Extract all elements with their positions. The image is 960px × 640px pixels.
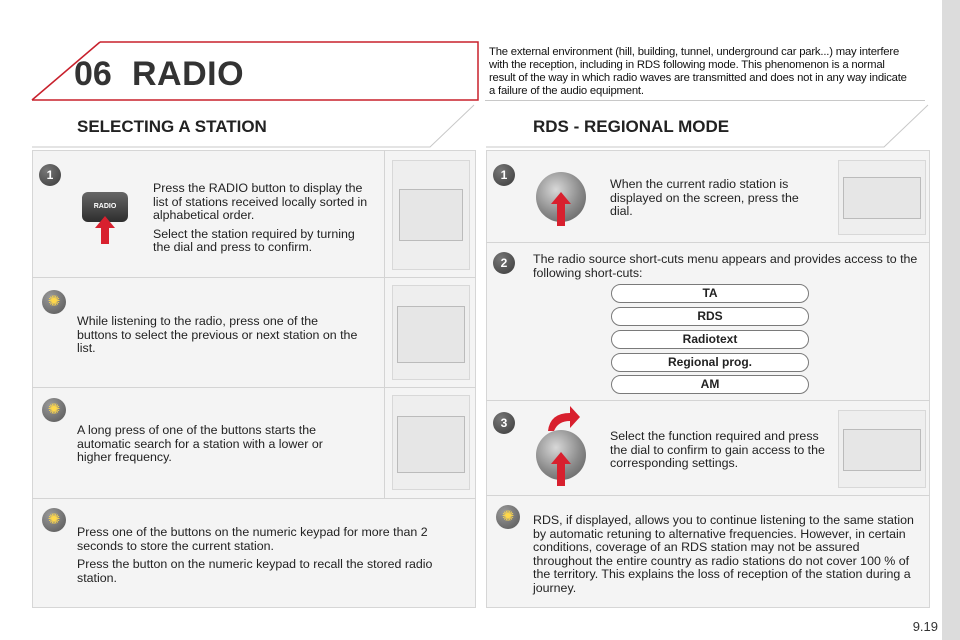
radio-unit-illustration <box>392 395 470 490</box>
step-text: The radio source short-cuts menu appears… <box>533 252 918 280</box>
shortcut-am[interactable]: AM <box>611 375 809 394</box>
instruction-text: Press the RADIO button to display the li… <box>153 181 368 223</box>
radio-unit-illustration <box>392 160 470 270</box>
tip-text: While listening to the radio, press one … <box>77 314 358 356</box>
chapter-header-frame <box>31 41 479 101</box>
lightbulb-icon: ✺ <box>42 508 66 532</box>
shortcut-radiotext[interactable]: Radiotext <box>611 330 809 349</box>
step-badge: 1 <box>493 164 515 186</box>
divider <box>32 277 476 278</box>
divider <box>384 150 385 498</box>
instruction-text: Press one of the buttons on the numeric … <box>77 525 428 553</box>
red-arrow-icon <box>551 192 571 226</box>
shortcut-ta[interactable]: TA <box>611 284 809 303</box>
curved-arrow-icon <box>548 406 580 431</box>
divider <box>486 400 930 401</box>
control-panel-illustration <box>838 410 926 488</box>
tip-text: RDS, if displayed, allows you to continu… <box>533 513 914 595</box>
chapter-number: 06 <box>74 55 112 93</box>
instruction-text: Select the station required by turning t… <box>153 226 355 255</box>
red-arrow-icon <box>551 452 571 486</box>
page-number: 9.19 <box>912 619 938 634</box>
divider <box>32 498 476 499</box>
heading-frame-right <box>486 104 929 148</box>
page-edge-tab <box>942 0 960 640</box>
chapter-title: RADIO <box>132 55 245 93</box>
divider <box>486 242 930 243</box>
step-text: Select the function required and press t… <box>610 429 825 471</box>
lightbulb-icon: ✺ <box>496 505 520 529</box>
reception-note: The external environment (hill, building… <box>489 46 907 97</box>
step-badge: 2 <box>493 252 515 274</box>
red-arrow-icon <box>95 216 115 244</box>
radio-unit-illustration <box>392 285 470 380</box>
divider <box>486 495 930 496</box>
tip-text: Press one of the buttons on the numeric … <box>77 525 457 590</box>
step-text: Press the RADIO button to display the li… <box>153 181 373 260</box>
instruction-text: Press the button on the numeric keypad t… <box>77 557 433 585</box>
step-badge: 1 <box>39 164 61 186</box>
heading-frame-left <box>32 104 475 148</box>
step-badge: 3 <box>493 412 515 434</box>
step-text: When the current radio station is displa… <box>610 177 799 219</box>
section-heading-left: SELECTING A STATION <box>77 117 267 136</box>
shortcut-regional-prog[interactable]: Regional prog. <box>611 353 809 372</box>
control-panel-illustration <box>838 160 926 235</box>
divider <box>32 387 476 388</box>
note-underline <box>485 100 925 101</box>
tip-text: A long press of one of the buttons start… <box>77 423 323 465</box>
lightbulb-icon: ✺ <box>42 398 66 422</box>
section-heading-right: RDS - REGIONAL MODE <box>533 117 730 136</box>
lightbulb-icon: ✺ <box>42 290 66 314</box>
shortcut-rds[interactable]: RDS <box>611 307 809 326</box>
